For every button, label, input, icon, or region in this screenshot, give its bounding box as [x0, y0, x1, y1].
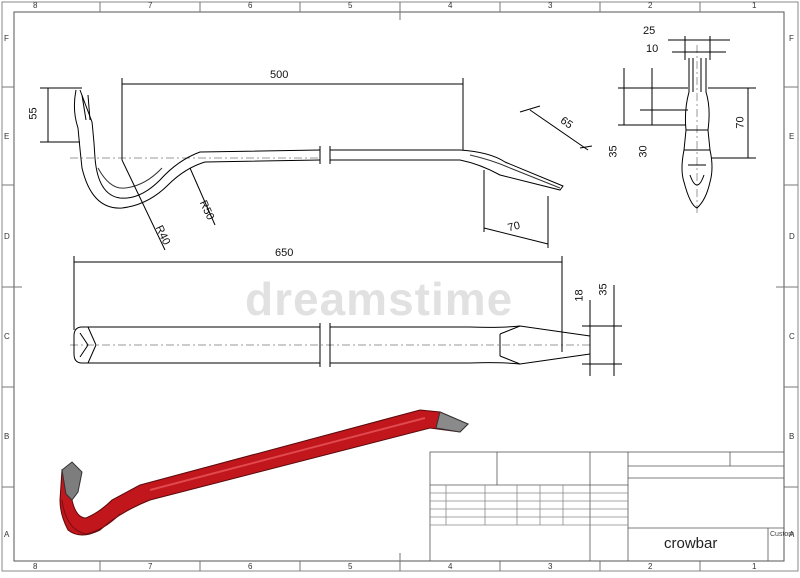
dim-end-width-inner: 10	[646, 43, 659, 55]
dim-top-width-a: 18	[573, 289, 586, 302]
zone-right-D: D	[789, 232, 795, 241]
dim-hook-height: 55	[27, 107, 40, 120]
zone-ticks	[2, 2, 798, 571]
drawing-title: crowbar	[664, 535, 718, 552]
zone-left-F: F	[4, 34, 9, 43]
zone-bottom-4: 4	[448, 562, 453, 571]
dim-end-height-a: 35	[607, 145, 620, 158]
side-view	[40, 78, 593, 251]
zone-right-B: B	[789, 432, 795, 441]
zone-top-8: 8	[33, 1, 38, 10]
zone-right-A: A	[789, 530, 795, 539]
zone-bottom-6: 6	[248, 562, 253, 571]
zone-left-C: C	[4, 332, 10, 341]
dim-end-width-outer: 25	[643, 25, 656, 37]
zone-bottom-8: 8	[33, 562, 38, 571]
title-block-custom-label: Custom	[770, 531, 795, 538]
zone-left-A: A	[4, 530, 10, 539]
dim-end-height-b: 30	[637, 145, 650, 158]
dim-side-length: 500	[270, 69, 289, 81]
zone-bottom-2: 2	[648, 562, 653, 571]
zone-top-2: 2	[648, 1, 653, 10]
zone-bottom-3: 3	[548, 562, 553, 571]
dim-end-height-total: 70	[734, 116, 747, 129]
dim-top-width-b: 35	[597, 283, 610, 296]
zone-left-E: E	[4, 132, 10, 141]
end-view	[618, 36, 756, 215]
zone-top-1: 1	[752, 1, 757, 10]
zone-top-3: 3	[548, 1, 553, 10]
title-block	[429, 451, 785, 562]
zone-left-D: D	[4, 232, 10, 241]
zone-top-7: 7	[148, 1, 153, 10]
dim-top-length: 650	[275, 247, 294, 259]
crowbar-3d-render	[59, 409, 469, 536]
zone-bottom-7: 7	[148, 562, 153, 571]
top-view	[70, 256, 622, 376]
zone-bottom-5: 5	[348, 562, 353, 571]
zone-top-6: 6	[248, 1, 253, 10]
zone-left-B: B	[4, 432, 10, 441]
zone-right-E: E	[789, 132, 795, 141]
watermark: dreamstime	[245, 273, 514, 325]
zone-bottom-1: 1	[752, 562, 757, 571]
zone-top-5: 5	[348, 1, 353, 10]
zone-right-C: C	[789, 332, 795, 341]
zone-top-4: 4	[448, 1, 453, 10]
zone-right-F: F	[789, 34, 794, 43]
